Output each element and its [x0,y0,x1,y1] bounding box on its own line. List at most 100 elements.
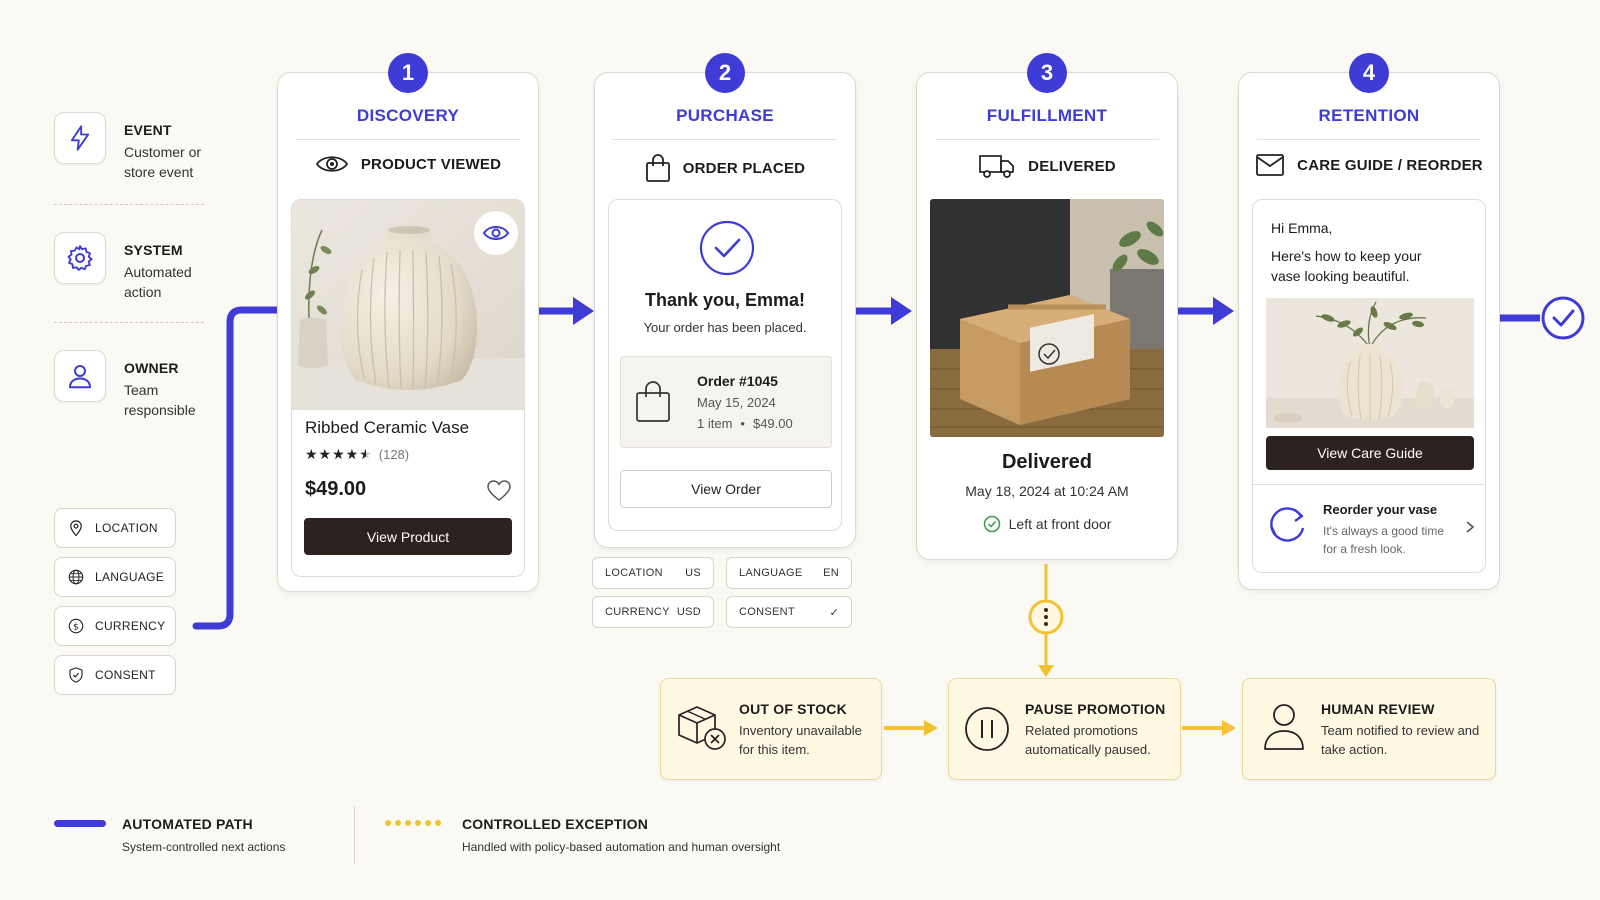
check-circle-icon [983,515,1000,533]
eye-icon [482,226,510,240]
meta-chip-language: LANGUAGE EN [726,557,852,589]
heart-icon[interactable] [487,480,511,502]
stage-event: CARE GUIDE / REORDER [1239,153,1499,177]
order-summary: Order #1045 May 15, 2024 1 item • $49.00 [620,356,832,448]
shield-check-icon [69,667,83,683]
product-price: $49.00 [305,478,367,500]
step-badge: 2 [705,53,745,93]
completion-check-icon [1541,296,1585,340]
gear-icon [67,245,93,271]
exception-branch-node [1028,599,1064,635]
stage-divider [1257,139,1481,140]
stage-event-label: DELIVERED [1028,157,1116,175]
view-order-button[interactable]: View Order [620,470,832,508]
person-icon [69,365,91,389]
meta-chip-consent: CONSENT ✓ [726,596,852,628]
legend-divider [54,322,204,323]
reorder-desc: It's always a good time for a fresh look… [1323,524,1445,556]
reorder-row[interactable]: Reorder your vase It's always a good tim… [1253,484,1485,572]
box-x-icon [678,706,726,750]
arrow-out-of-stock-to-pause [884,720,938,736]
person-icon [1264,704,1304,750]
automated-path-title: AUTOMATED PATH [122,816,253,832]
event-legend-title: EVENT [124,122,172,138]
delivery-photo [930,199,1164,437]
stage-card-purchase: 2 PURCHASE ORDER PLACED Thank you, Emma!… [594,53,856,548]
meta-chip-value: EN [823,567,839,579]
delivery-timestamp: May 18, 2024 at 10:24 AM [965,483,1129,499]
meta-chip-location: LOCATION US [592,557,714,589]
stage-event-label: PRODUCT VIEWED [360,155,502,173]
stage-title: PURCHASE [676,106,774,125]
care-guide-image [1266,298,1474,428]
exception-card-human-review: HUMAN REVIEW Team notified to review and… [1242,678,1496,780]
meta-chip-key: LOCATION [605,567,663,579]
stage-event: PRODUCT VIEWED [278,153,538,175]
exception-card-pause-promotion: PAUSE PROMOTION Related promotions autom… [948,678,1181,780]
context-chip-currency: $ CURRENCY [54,606,176,646]
email-message: Here's how to keep your vase looking bea… [1271,248,1422,284]
delivery-note: Left at front door [917,515,1177,533]
stage-card-retention: 4 RETENTION CARE GUIDE / REORDER Hi Emma… [1238,53,1500,590]
system-legend-desc: Automated action [124,264,192,300]
arrow-discovery-to-purchase [538,297,594,325]
context-chip-language: LANGUAGE [54,557,176,597]
owner-legend-icon-box [54,350,106,402]
envelope-icon [1256,154,1285,176]
pause-icon [965,707,1009,751]
event-legend-icon-box [54,112,106,164]
system-legend-icon-box [54,232,106,284]
stage-event: ORDER PLACED [595,153,855,183]
controlled-exception-desc: Handled with policy-based automation and… [462,840,781,854]
currency-icon: $ [68,618,84,634]
entry-path-line [192,306,281,630]
order-total: $49.00 [752,416,793,431]
step-badge: 1 [388,53,428,93]
stage-divider [296,139,520,140]
stage-title: RETENTION [1318,106,1420,125]
event-legend-desc: Customer or store event [124,144,202,180]
meta-chip-key: LANGUAGE [739,567,803,579]
exception-title: PAUSE PROMOTION [1025,701,1166,717]
controlled-exception-title: CONTROLLED EXCEPTION [462,816,649,832]
order-number: Order #1045 [697,373,778,389]
owner-legend-title: OWNER [124,360,179,376]
arrow-fulfillment-to-retention [1178,297,1234,325]
star-rating-fill: ★★★★★ [305,446,366,462]
lightning-icon [70,125,90,151]
exception-branch-arrowhead [1038,665,1054,677]
stage-card-discovery: 1 DISCOVERY PRODUCT VIEWED [277,53,539,592]
meta-chip-key: CURRENCY [605,606,670,618]
view-product-button[interactable]: View Product [304,518,512,555]
stage-divider [613,139,837,140]
shopping-bag-icon [636,381,670,422]
order-placed-subtitle: Your order has been placed. [643,320,807,335]
stage-title: FULFILLMENT [986,106,1108,125]
globe-icon [68,569,84,585]
system-legend-title: SYSTEM [124,242,183,258]
eye-icon [315,156,348,172]
arrow-purchase-to-fulfillment [855,297,912,325]
stage-title: DISCOVERY [356,106,460,125]
meta-chip-value: US [685,567,701,579]
context-chip-label: CONSENT [95,668,156,682]
controlled-exception-swatch [385,820,441,826]
reorder-title: Reorder your vase [1323,502,1438,517]
product-image [292,200,524,410]
product-name: Ribbed Ceramic Vase [305,418,470,437]
context-chip-label: CURRENCY [95,619,166,633]
context-chip-label: LOCATION [95,521,158,535]
care-guide-email: Hi Emma, Here's how to keep your vase lo… [1252,199,1486,573]
legend-divider [354,806,355,864]
context-chip-location: LOCATION [54,508,176,548]
view-care-guide-button[interactable]: View Care Guide [1266,436,1474,470]
meta-chip-value: USD [676,606,701,618]
delivery-note-text: Left at front door [1008,516,1112,532]
meta-chip-currency: CURRENCY USD [592,596,714,628]
exception-desc: Related promotions automatically paused. [1025,723,1151,757]
refresh-icon [1269,507,1305,542]
order-date: May 15, 2024 [697,395,776,410]
automated-path-desc: System-controlled next actions [122,840,286,854]
automated-path-swatch [54,820,106,827]
